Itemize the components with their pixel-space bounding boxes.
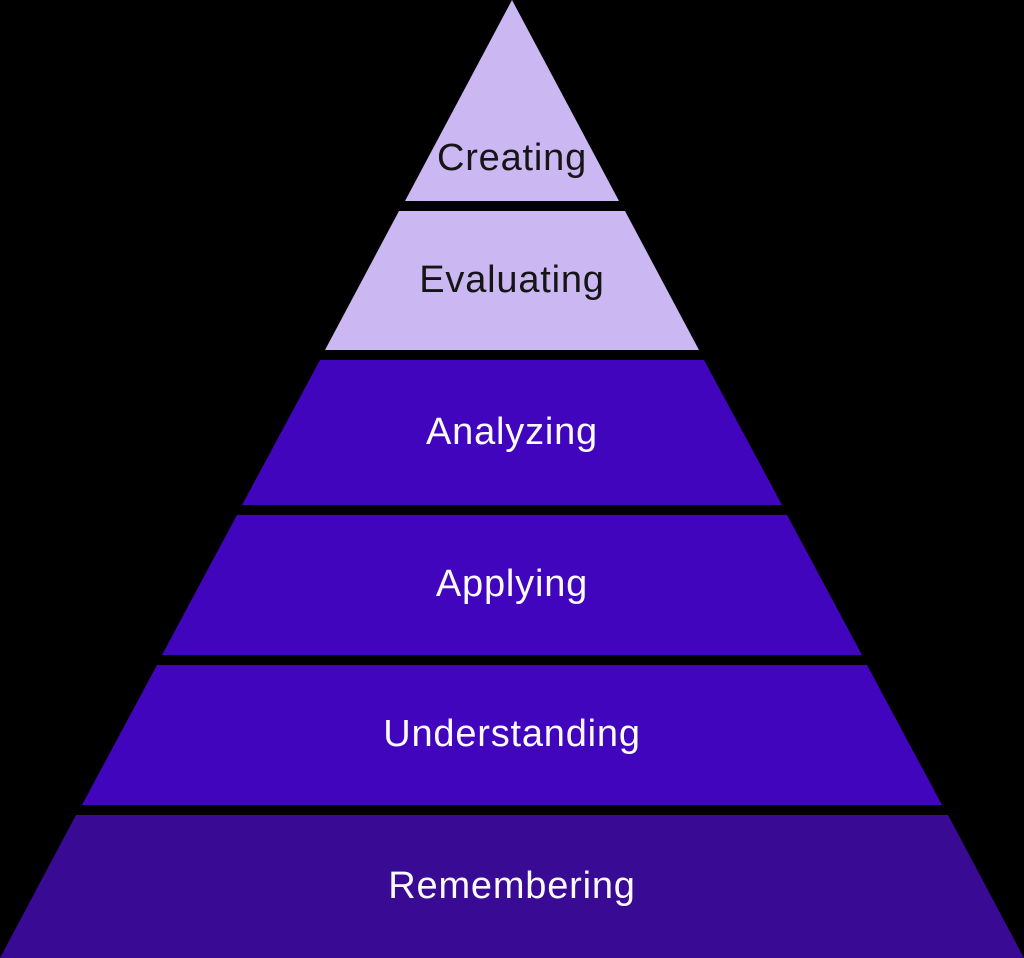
pyramid-level-label: Applying xyxy=(435,563,589,606)
pyramid-level-evaluating: Evaluating xyxy=(325,211,699,350)
pyramid-level-understanding: Understanding xyxy=(82,665,942,805)
pyramid-level-remembering: Remembering xyxy=(0,815,1024,958)
pyramid-level-label: Understanding xyxy=(383,713,641,756)
pyramid-level-label: Evaluating xyxy=(419,258,605,301)
pyramid-level-label: Creating xyxy=(436,137,588,180)
pyramid-level-label: Analyzing xyxy=(426,410,598,453)
pyramid-level-creating: Creating xyxy=(405,0,619,201)
pyramid-level-analyzing: Analyzing xyxy=(242,360,782,505)
pyramid-level-applying: Applying xyxy=(162,515,862,655)
pyramid-level-label: Remembering xyxy=(388,864,636,907)
